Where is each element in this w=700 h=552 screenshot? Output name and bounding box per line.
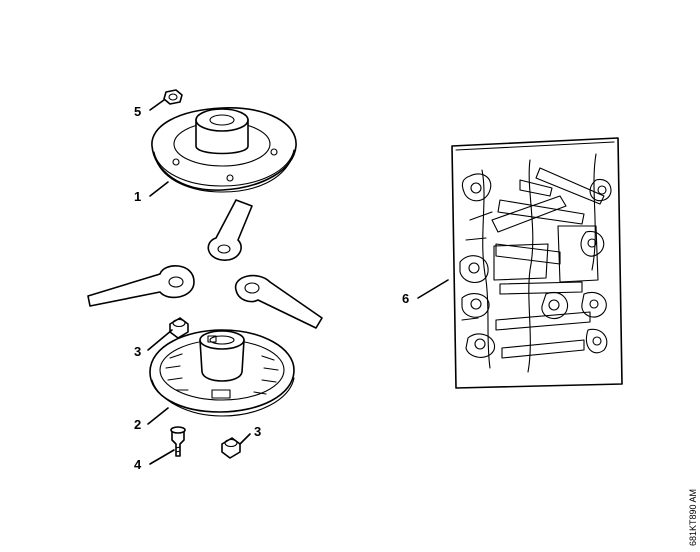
callout-3b: 3 (254, 424, 261, 439)
part-4-bolt (170, 426, 186, 457)
callout-1: 1 (134, 189, 141, 204)
part-5-nut (163, 89, 183, 105)
blade-left (87, 265, 195, 307)
callout-4: 4 (134, 457, 142, 472)
blade-right (235, 274, 323, 329)
leader-lines (147, 99, 449, 465)
blade-top (207, 199, 253, 261)
callout-2: 2 (134, 417, 141, 432)
drawing-code: 681KT890 AM (688, 489, 698, 546)
callout-5: 5 (134, 104, 141, 119)
callout-6: 6 (402, 291, 409, 306)
part-3-sleeve-lower (221, 437, 241, 459)
part-6-blade-bag (451, 137, 623, 389)
callout-3a: 3 (134, 344, 141, 359)
part-2-base-plate (149, 329, 295, 417)
part-1-head-cover (151, 107, 297, 193)
